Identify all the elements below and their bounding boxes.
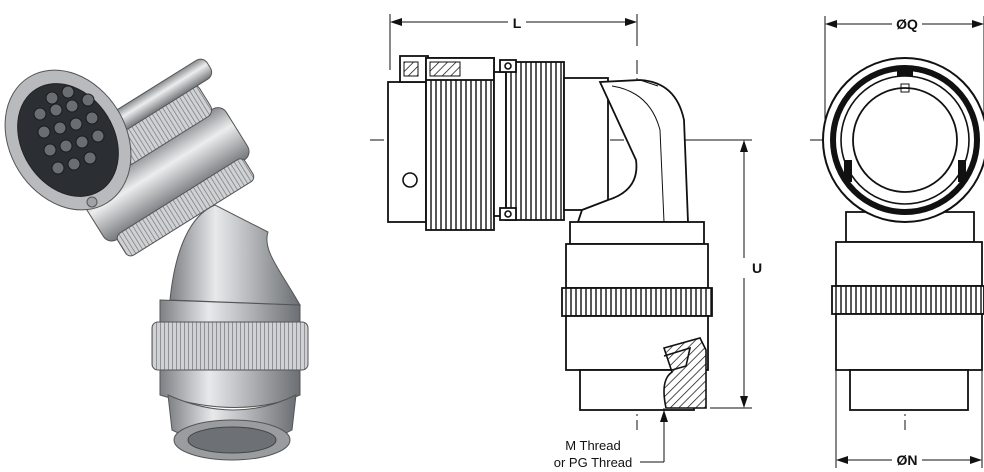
lower-adapter (569, 221, 705, 245)
plug-front (387, 81, 427, 223)
dimension-label-U: U (752, 260, 762, 276)
coupling-outer-ring (822, 57, 984, 223)
photo-insert (4, 69, 132, 211)
front-view: ØQ ØN (810, 16, 984, 468)
connector-photo (4, 58, 309, 461)
photo-cable-nut (151, 299, 309, 461)
thread-note-line2: or PG Thread (554, 455, 633, 470)
dimension-L: L (390, 15, 637, 31)
thread-note-line1: M Thread (565, 438, 620, 453)
front-knurl (831, 285, 984, 315)
thread-section (662, 337, 707, 409)
thread-callout: M Thread or PG Thread (554, 408, 668, 470)
coupling-nut (425, 57, 495, 231)
photo-elbow (169, 204, 301, 306)
dimension-N: ØN (835, 370, 983, 468)
dimension-label-N: ØN (897, 452, 918, 468)
lower-knurl (561, 287, 713, 317)
dimension-U: U (690, 139, 762, 409)
dimension-label-L: L (513, 15, 522, 31)
backshell-ring (505, 61, 565, 221)
front-insert-ring (852, 87, 958, 193)
dimension-Q: ØQ (824, 16, 984, 134)
dimension-label-Q: ØQ (896, 16, 918, 32)
side-view: L (370, 14, 762, 470)
